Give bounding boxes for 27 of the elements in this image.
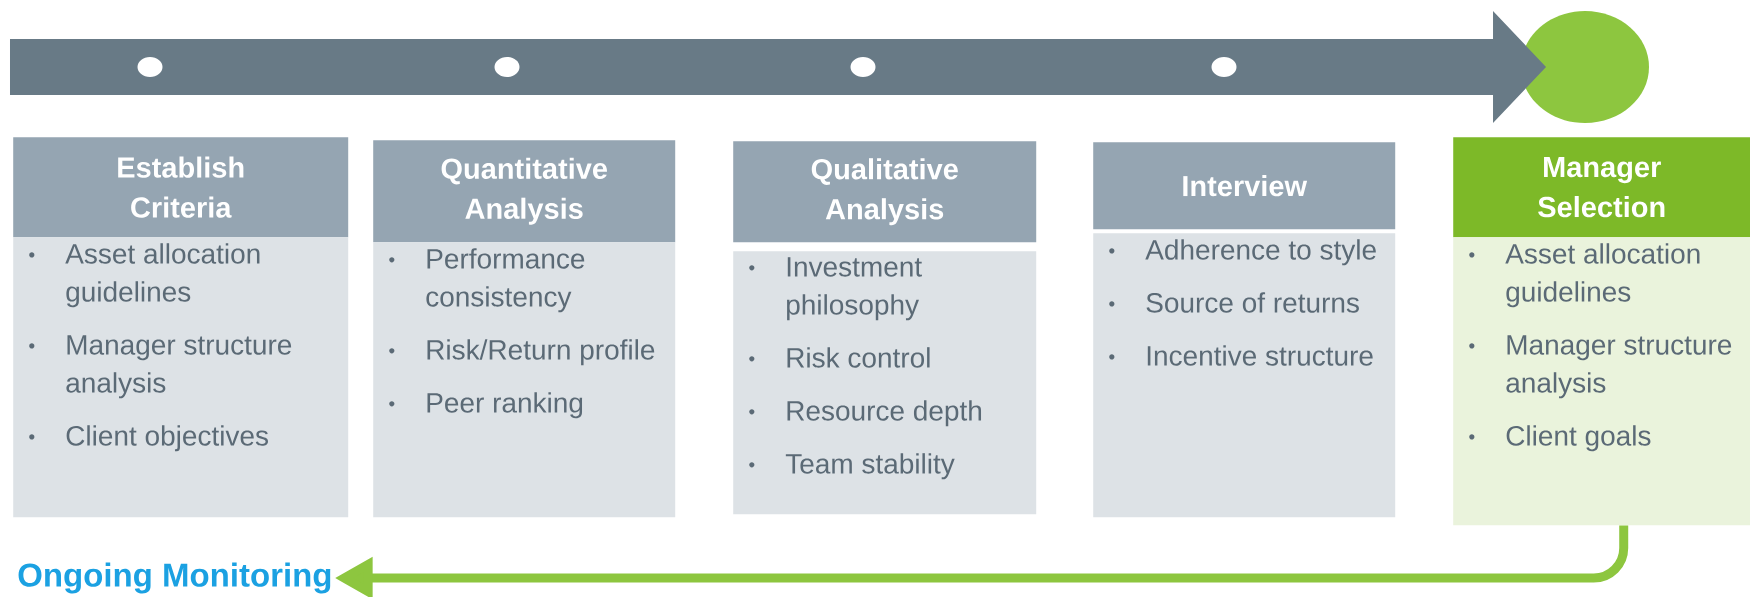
bullet-item: Client objectives <box>29 425 268 452</box>
bullet-item: Incentive structure <box>1109 345 1373 366</box>
bullet-box <box>1093 233 1396 518</box>
bullet-item: Performance consistency <box>389 248 585 313</box>
bullet-box <box>1453 237 1750 526</box>
section-heading: Ongoing Monitoring <box>18 562 331 594</box>
bullet-item: Client goals <box>1469 425 1651 452</box>
step-header: Establish Criteria <box>13 137 349 238</box>
bullet-box <box>373 242 676 518</box>
bullet-item: Source of returns <box>1109 292 1359 313</box>
bullet-item: Asset allocation guidelines <box>1469 243 1700 308</box>
step-header: Manager Selection <box>1453 137 1750 238</box>
bullet-item: Risk/Return profile <box>389 339 655 366</box>
step-header: Quantitative Analysis <box>373 140 676 243</box>
bullet-item: Team stability <box>749 453 955 480</box>
step-header: Qualitative Analysis <box>733 141 1037 243</box>
bullet-box <box>13 237 349 518</box>
bullet-item: Resource depth <box>749 400 981 427</box>
bullet-item: Asset allocation guidelines <box>29 243 260 308</box>
bullet-item: Risk control <box>749 347 930 368</box>
bullet-item: Peer ranking <box>389 392 583 419</box>
bullet-item: Manager structure analysis <box>1469 335 1732 399</box>
step-header: Interview <box>1093 142 1396 230</box>
bullet-item: Manager structure analysis <box>29 335 292 399</box>
bullet-item: Investment philosophy <box>749 257 922 321</box>
bullet-item: Adherence to style <box>1109 239 1376 266</box>
bullet-box <box>733 251 1037 515</box>
